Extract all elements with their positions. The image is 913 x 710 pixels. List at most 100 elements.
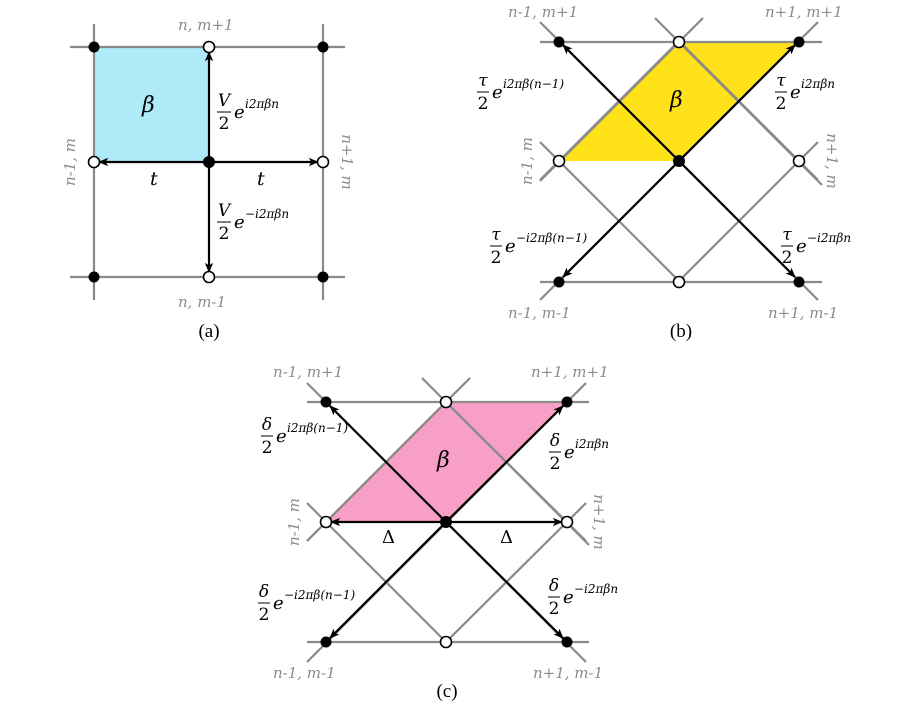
hop-label-c-ll: δ 2 e −i2πβ(n−1) [258, 582, 355, 625]
hop-arrow-c-ur [445, 405, 564, 523]
svg-text:δ: δ [259, 582, 269, 602]
site-b-left [552, 154, 566, 168]
hop-arrow-c-lr [445, 521, 564, 639]
hop-label-a-down: V 2 e −i2πβn [217, 201, 289, 244]
svg-text:−i2πβ(n−1): −i2πβ(n−1) [516, 231, 587, 245]
svg-text:τ: τ [776, 71, 786, 91]
site-a-top [202, 40, 216, 54]
svg-text:2: 2 [219, 224, 230, 244]
hop-arrow-b-ul [562, 44, 680, 162]
svg-text:2: 2 [219, 114, 230, 134]
svg-text:2: 2 [262, 438, 273, 458]
svg-text:2: 2 [550, 454, 561, 474]
site-label-a-right: n+1, m [338, 134, 356, 190]
svg-text:i2πβn: i2πβn [245, 97, 279, 111]
svg-text:δ: δ [549, 576, 559, 596]
caption-b: (b) [670, 321, 692, 342]
hop-arrows-c [329, 405, 564, 639]
site-c-br [561, 636, 573, 648]
svg-text:i2πβn: i2πβn [575, 437, 609, 451]
hop-arrow-c-ll [329, 521, 447, 639]
site-c-bl [320, 636, 332, 648]
site-b-tr [793, 36, 805, 48]
site-b-bottom [672, 275, 686, 289]
site-c-bottom [439, 635, 453, 649]
site-a-right [316, 155, 330, 169]
site-label-c-tr: n+1, m+1 [531, 363, 609, 381]
site-label-b-tr: n+1, m+1 [765, 3, 843, 21]
site-a-bottom [202, 270, 216, 284]
caption-c: (c) [436, 681, 457, 702]
hop-label-b-ul: τ 2 e i2πβ(n−1) [477, 71, 564, 114]
panel-b: β n-1, m+1 n+1, m+1 n-1, m-1 n+1, m-1 n-… [477, 3, 851, 342]
site-label-b-left: n-1, m [518, 137, 536, 185]
panel-a: β n, m+1 n, m-1 n-1, m n+1, m V 2 e i2πβ… [61, 16, 356, 342]
svg-text:e: e [564, 442, 575, 463]
site-c-right [560, 515, 574, 529]
svg-text:δ: δ [262, 415, 272, 435]
hop-arrow-b-lr [678, 160, 796, 278]
svg-text:i2πβ(n−1): i2πβ(n−1) [503, 77, 564, 91]
svg-text:2: 2 [776, 94, 787, 114]
hop-label-c-ul: δ 2 e i2πβ(n−1) [261, 415, 348, 458]
site-label-c-tl: n-1, m+1 [273, 363, 343, 381]
site-a-tr [317, 41, 329, 53]
site-c-tr [561, 396, 573, 408]
site-c-left [319, 515, 333, 529]
site-label-c-br: n+1, m-1 [533, 664, 603, 682]
svg-text:−i2πβn: −i2πβn [574, 582, 618, 596]
svg-text:e: e [234, 102, 245, 123]
flux-cell-c [326, 402, 567, 522]
site-label-b-bl: n-1, m-1 [508, 304, 571, 322]
site-b-center [673, 155, 685, 167]
hop-label-c-right: Δ [500, 527, 513, 548]
hop-arrow-b-ll [562, 160, 680, 278]
flux-label-c: β [436, 448, 450, 473]
site-label-b-br: n+1, m-1 [768, 304, 838, 322]
site-a-center [203, 156, 215, 168]
hop-label-b-lr: τ 2 e −i2πβn [781, 225, 851, 268]
flux-cell-a [94, 47, 209, 162]
svg-text:e: e [273, 593, 284, 614]
site-a-bl [88, 271, 100, 283]
site-a-tl [88, 41, 100, 53]
site-label-a-top: n, m+1 [178, 16, 234, 34]
svg-text:2: 2 [259, 605, 270, 625]
site-label-b-tl: n-1, m+1 [508, 3, 578, 21]
hop-label-c-ur: δ 2 e i2πβn [549, 431, 609, 474]
hop-arrows-a [98, 51, 319, 273]
site-label-c-bl: n-1, m-1 [273, 664, 336, 682]
svg-text:−i2πβn: −i2πβn [245, 207, 289, 221]
svg-text:τ: τ [782, 225, 792, 245]
svg-text:e: e [563, 587, 574, 608]
site-b-top [672, 35, 686, 49]
svg-text:−i2πβn: −i2πβn [807, 231, 851, 245]
svg-text:V: V [218, 91, 232, 111]
hop-label-a-up: V 2 e i2πβn [217, 91, 279, 134]
hop-arrows-b [562, 44, 796, 278]
site-c-center [440, 516, 452, 528]
svg-text:2: 2 [491, 248, 502, 268]
site-b-bl [553, 276, 565, 288]
site-c-tl [320, 396, 332, 408]
panel-c: β n-1, m+1 n+1, m+1 n-1, m-1 n+1, m-1 n-… [258, 363, 618, 702]
site-label-a-left: n-1, m [61, 138, 79, 186]
hop-label-c-lr: δ 2 e −i2πβn [548, 576, 618, 619]
hop-label-b-ur: τ 2 e i2πβn [775, 71, 835, 114]
svg-text:2: 2 [782, 248, 793, 268]
site-c-top [439, 395, 453, 409]
hop-arrow-b-ur [678, 44, 796, 162]
hop-label-a-left: t [150, 168, 158, 190]
svg-text:i2πβn: i2πβn [801, 77, 835, 91]
svg-text:2: 2 [549, 599, 560, 619]
svg-text:e: e [276, 426, 287, 447]
flux-label-b: β [669, 88, 683, 113]
hop-label-c-left: Δ [382, 527, 395, 548]
hop-arrow-c-ul [329, 405, 447, 523]
svg-text:e: e [505, 236, 516, 257]
svg-text:V: V [218, 201, 232, 221]
svg-text:−i2πβ(n−1): −i2πβ(n−1) [284, 588, 355, 602]
svg-text:e: e [790, 82, 801, 103]
site-label-c-left: n-1, m [285, 498, 303, 546]
